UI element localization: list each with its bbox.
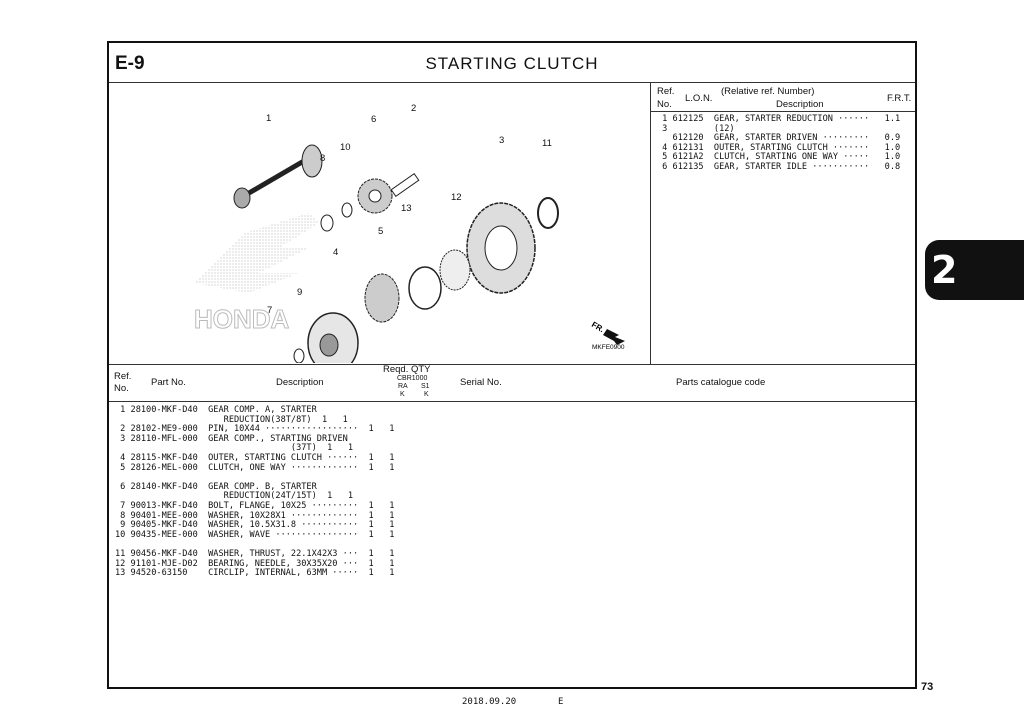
- parts-col-catalogue: Parts catalogue code: [676, 377, 766, 388]
- diagram-code: MKFE0900: [592, 344, 625, 351]
- callout-12: 12: [451, 192, 462, 203]
- parts-col-ref: Ref.: [114, 371, 132, 382]
- parts-col-k-2: K: [424, 391, 429, 398]
- part-1-gear-shaft: [233, 144, 323, 209]
- callout-8: 8: [320, 153, 326, 164]
- callout-9: 9: [297, 287, 303, 298]
- parts-header-divider: [109, 401, 915, 402]
- part-11-thrust-washer: [537, 197, 559, 229]
- section-code: E-9: [115, 53, 145, 74]
- honda-watermark-text: HONDA: [194, 304, 290, 334]
- callout-6: 6: [371, 114, 377, 125]
- honda-wing-watermark: [194, 213, 319, 293]
- section-tab: 2: [925, 240, 1024, 300]
- ref-col-desc-1: (Relative ref. Number): [721, 86, 815, 97]
- footer-date: 2018.09.20: [462, 697, 517, 707]
- parts-col-part: Part No.: [151, 377, 186, 388]
- callout-5: 5: [378, 226, 384, 237]
- exploded-diagram: HONDA FR. MKFE0900: [194, 144, 625, 363]
- part-2-pin: [390, 172, 420, 198]
- ref-col-ref: Ref.: [657, 86, 675, 97]
- parts-col-serial: Serial No.: [460, 377, 502, 388]
- parts-col-k-1: K: [400, 391, 405, 398]
- parts-col-model: CBR1000: [397, 375, 428, 382]
- callout-7: 7: [267, 305, 273, 316]
- part-13-circlip: [408, 266, 442, 310]
- callout-4: 4: [333, 247, 339, 258]
- page-frame: E-9 STARTING CLUTCH HONDA: [107, 41, 917, 689]
- callout-2: 2: [411, 103, 417, 114]
- parts-col-reqd: Reqd. QTY: [383, 364, 431, 375]
- part-10-washer: [341, 202, 353, 218]
- parts-col-desc: Description: [276, 377, 324, 388]
- part-9-washer: [293, 348, 305, 363]
- footer-letter: E: [558, 697, 564, 707]
- parts-col-s1: S1: [421, 383, 430, 390]
- callout-3: 3: [499, 135, 505, 146]
- header-divider: [109, 82, 915, 83]
- callout-10: 10: [340, 142, 351, 153]
- ref-col-no: No.: [657, 99, 672, 110]
- front-label: FR.: [590, 320, 606, 334]
- diagram-divider: [650, 82, 651, 364]
- page-number: 73: [921, 681, 934, 693]
- parts-table-rows: 1 28100-MKF-D40 GEAR COMP. A, STARTER RE…: [115, 405, 395, 579]
- section-tab-number: 2: [931, 248, 958, 292]
- ref-col-frt: F.R.T.: [887, 93, 912, 104]
- part-5-one-way-clutch: [364, 273, 400, 323]
- callout-13: 13: [401, 203, 412, 214]
- ref-col-desc-2: Description: [776, 99, 824, 110]
- parts-col-ra: RA: [398, 383, 408, 390]
- table-divider: [109, 364, 915, 365]
- ref-col-lon: L.O.N.: [685, 93, 713, 104]
- page-title: STARTING CLUTCH: [425, 54, 599, 73]
- callout-1: 1: [266, 113, 272, 124]
- part-8-washer: [320, 214, 334, 232]
- front-arrow-icon: [603, 329, 625, 345]
- parts-col-no: No.: [114, 383, 129, 394]
- part-12-needle-bearing: [439, 249, 471, 291]
- ref-table-rows: 1 612125 GEAR, STARTER REDUCTION ······ …: [662, 114, 901, 172]
- callout-11: 11: [542, 138, 552, 149]
- ref-header-divider: [650, 111, 915, 112]
